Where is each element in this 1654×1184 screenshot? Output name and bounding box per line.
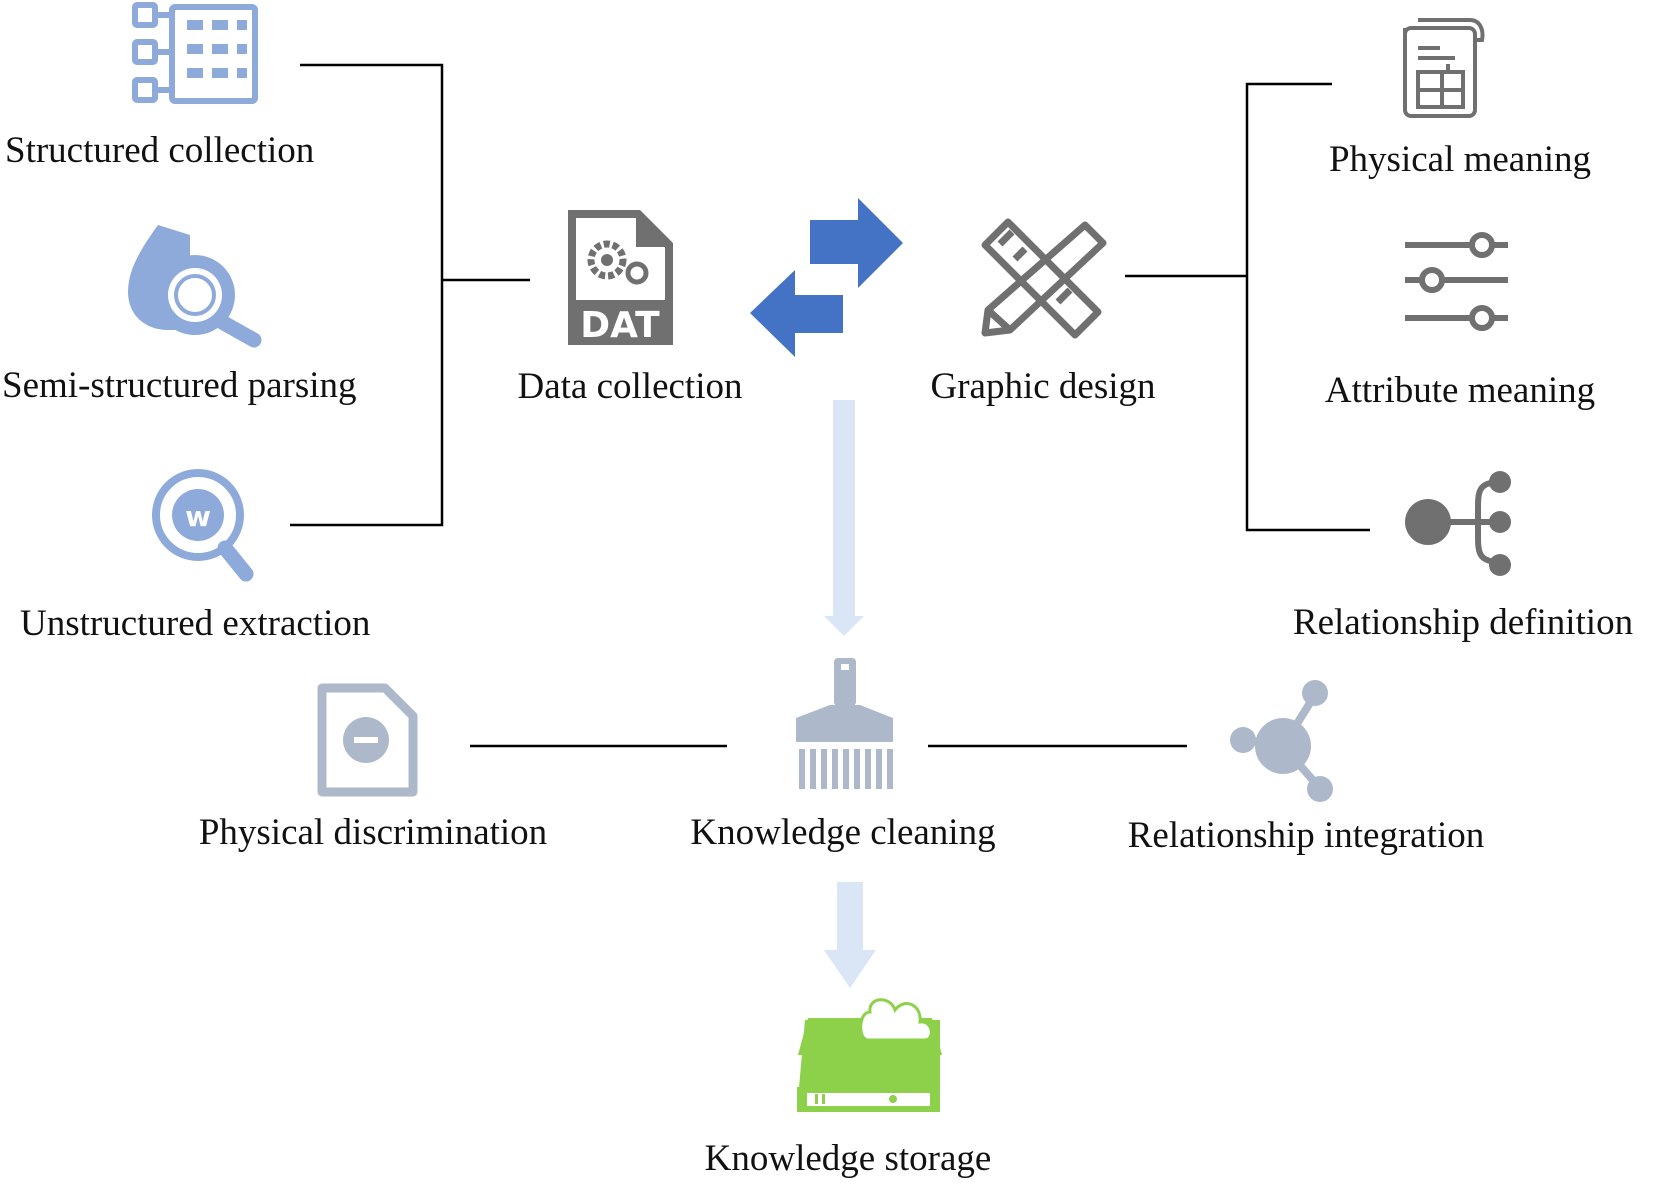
brush-icon	[796, 658, 893, 789]
cloud-server-icon	[797, 998, 942, 1112]
label-relationship-integration: Relationship integration	[1127, 815, 1485, 856]
label-semi-structured-parsing: Semi-structured parsing	[2, 365, 357, 406]
label-structured-collection: Structured collection	[5, 130, 315, 171]
label-physical-meaning: Physical meaning	[1328, 139, 1592, 180]
network-node-icon	[1230, 680, 1333, 802]
dat-file-icon: DAT	[568, 210, 673, 346]
svg-text:w: w	[185, 500, 211, 533]
ruler-pencil-icon	[981, 218, 1107, 339]
label-relationship-definition: Relationship definition	[1292, 602, 1634, 643]
connector-lines	[290, 63, 1370, 748]
label-unstructured-extraction: Unstructured extraction	[20, 603, 371, 644]
label-graphic-design: Graphic design	[930, 366, 1156, 407]
w-magnifier-icon: w	[152, 469, 254, 582]
label-attribute-meaning: Attribute meaning	[1324, 370, 1596, 411]
label-data-collection: Data collection	[517, 366, 743, 407]
drop-magnifier-icon	[128, 225, 262, 348]
table-hierarchy-icon	[132, 2, 258, 104]
flow-arrow-down-1	[824, 400, 864, 636]
label-knowledge-cleaning: Knowledge cleaning	[690, 812, 996, 853]
connector-unstructured	[290, 280, 444, 527]
swap-arrows-icon	[750, 198, 903, 357]
connector-physical-meaning	[1245, 82, 1370, 532]
file-minus-icon	[317, 683, 418, 797]
sliders-icon	[1405, 232, 1508, 331]
blueprint-scroll-icon	[1403, 18, 1485, 118]
label-physical-discrimination: Physical discrimination	[198, 812, 548, 853]
flow-arrow-down-2	[824, 882, 876, 988]
branch-node-icon	[1405, 471, 1511, 576]
connector-structured	[300, 63, 444, 280]
dat-badge: DAT	[580, 305, 660, 346]
label-knowledge-storage: Knowledge storage	[704, 1138, 992, 1179]
